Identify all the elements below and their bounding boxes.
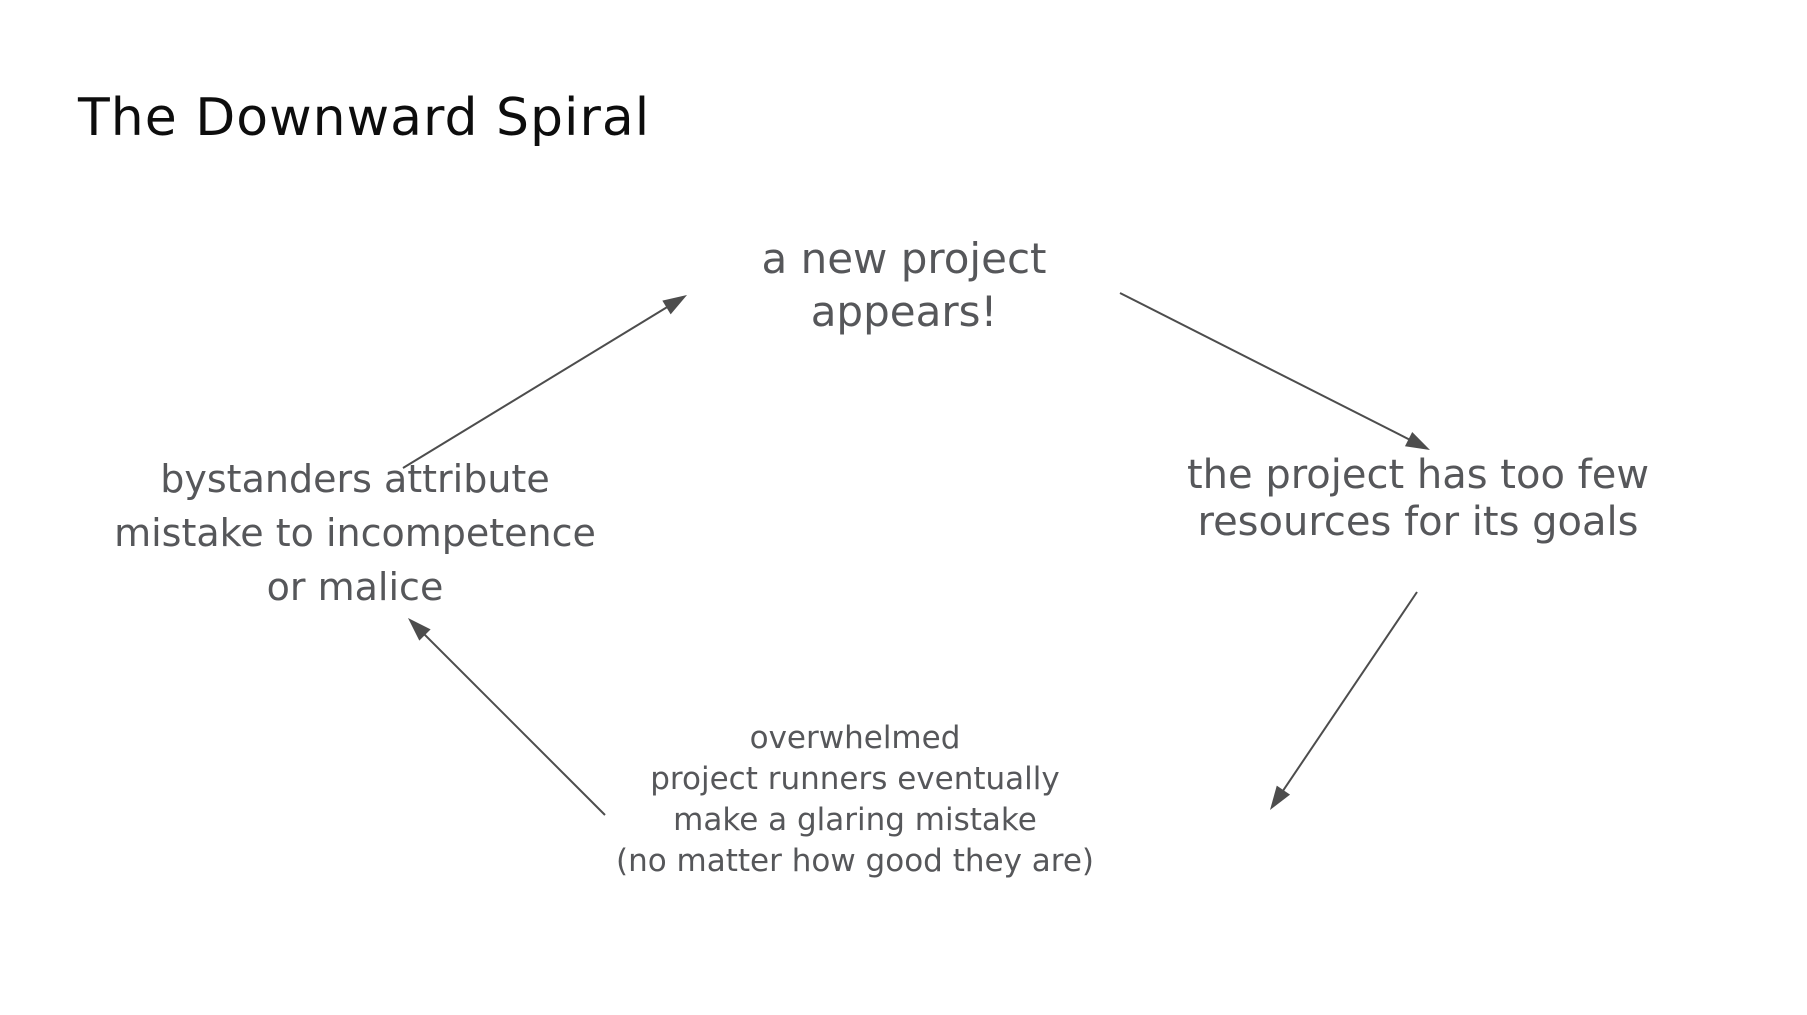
- node-too-few-resources: the project has too few resources for it…: [1186, 452, 1650, 545]
- arrow-new-project-to-resources: [1119, 292, 1413, 442]
- arrow-resources-to-mistake: [1280, 591, 1418, 794]
- arrow-new-project-to-resources-head: [1404, 432, 1430, 450]
- arrow-resources-to-mistake-head: [1270, 785, 1291, 810]
- arrow-bystanders-to-new-project-head: [662, 295, 687, 315]
- node-new-project: a new project appears!: [761, 234, 1047, 336]
- arrow-mistake-to-bystanders: [421, 631, 606, 816]
- node-bystanders: bystanders attribute mistake to incompet…: [114, 457, 596, 609]
- slide-title: The Downward Spiral: [78, 88, 651, 148]
- arrow-mistake-to-bystanders-head: [408, 618, 431, 641]
- arrow-bystanders-to-new-project: [402, 304, 671, 469]
- node-glaring-mistake: overwhelmed project runners eventually m…: [615, 720, 1095, 879]
